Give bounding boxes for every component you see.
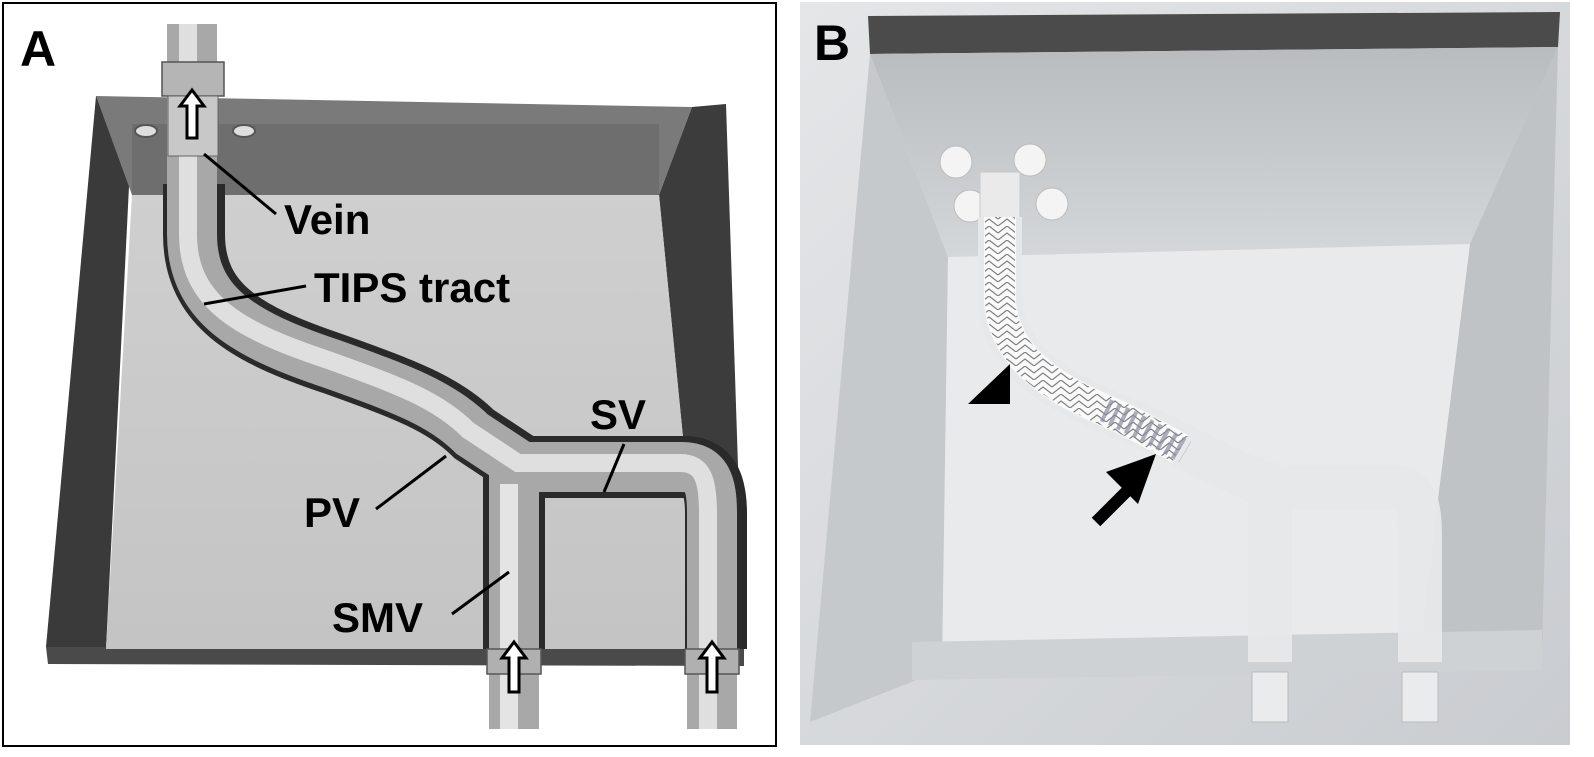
box-front-rim xyxy=(46,647,744,666)
acrylic-front-rim xyxy=(912,630,1542,680)
leader-pv xyxy=(375,454,447,511)
bolt xyxy=(1035,187,1069,221)
label-pv: PV xyxy=(304,489,360,536)
vein-port xyxy=(979,171,1021,223)
leader-sv xyxy=(602,443,626,493)
bolt-hole-left xyxy=(134,124,158,138)
flow-arrow-up-icon xyxy=(177,87,207,140)
bolt-hole-right xyxy=(232,124,256,138)
label-sv: SV xyxy=(590,391,646,438)
box-left-wall xyxy=(46,96,132,649)
barb-left xyxy=(1251,671,1289,723)
leader-tips xyxy=(203,284,307,306)
leader-vein xyxy=(203,152,277,216)
box-top-edge xyxy=(868,12,1560,54)
flow-arrow-up-icon xyxy=(697,639,727,694)
panel-b-photo: B xyxy=(800,2,1570,745)
acrylic-back-wall xyxy=(870,47,1558,257)
bolt xyxy=(1013,143,1047,177)
arrow-marker-icon xyxy=(1091,454,1156,527)
arrowhead-marker-icon xyxy=(968,364,1010,404)
label-tips-tract: TIPS tract xyxy=(314,264,510,311)
panel-a-cad-model: Vein TIPS tract SV PV SMV A xyxy=(2,2,777,747)
box-inner-back xyxy=(132,124,659,195)
acrylic-right-wall xyxy=(1420,47,1558,652)
panel-letter-a: A xyxy=(20,21,57,77)
phantom-photo-drawing xyxy=(800,2,1570,745)
panel-letter-b: B xyxy=(814,15,851,71)
cad-model-drawing: Vein TIPS tract SV PV SMV xyxy=(46,24,747,729)
bolt xyxy=(939,145,973,179)
barb-right xyxy=(1401,671,1439,723)
label-vein: Vein xyxy=(284,196,370,243)
vessel-main-highlight xyxy=(179,24,717,729)
flow-arrow-up-icon xyxy=(499,639,529,694)
acrylic-left-wall xyxy=(810,54,948,722)
label-smv: SMV xyxy=(332,594,423,641)
leader-smv xyxy=(451,570,510,616)
